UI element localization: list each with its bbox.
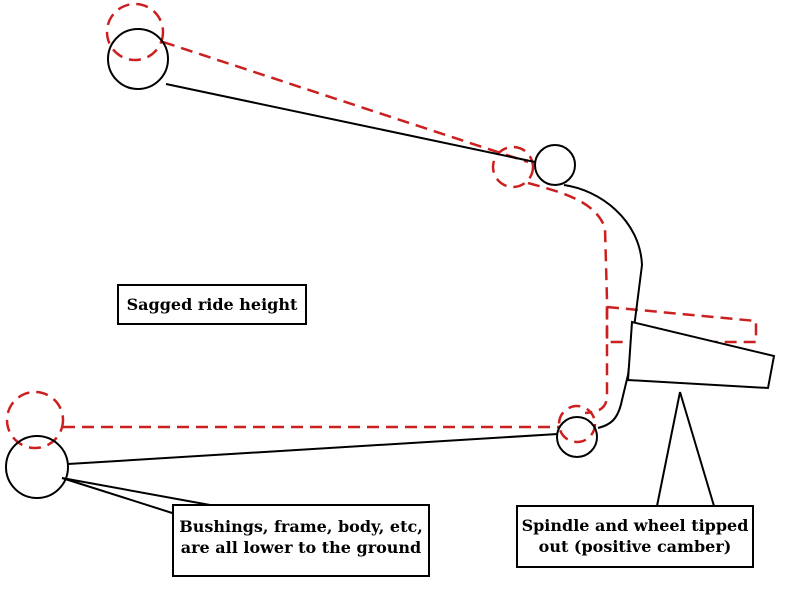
bushings-label: Bushings, frame, body, etc, are all lowe… — [172, 504, 430, 577]
spindle-pointer-2 — [679, 391, 715, 507]
lower-ball-joint-sagged — [557, 404, 597, 444]
spindle-label: Spindle and wheel tipped out (positive c… — [516, 505, 754, 568]
sagged-ride-height-text: Sagged ride height — [126, 295, 298, 314]
bushings-pointer-1 — [61, 477, 211, 506]
spindle-pointer-1 — [656, 391, 681, 507]
spindle-stub — [626, 320, 776, 390]
spindle-upright-sagged — [527, 181, 609, 415]
sagged-geometry — [5, 2, 758, 450]
bushings-pointer-2 — [61, 477, 189, 519]
spindle-label-line-1: Spindle and wheel tipped — [521, 516, 749, 535]
callout-pointers — [61, 391, 715, 519]
spindle-label-line-2: out (positive camber) — [538, 537, 732, 556]
spindle-upright — [563, 184, 644, 429]
lower-ball-joint — [556, 416, 598, 458]
spindle-stub-sagged — [605, 305, 758, 344]
upper-inner-pivot — [107, 28, 169, 90]
upper-ball-joint-sagged — [491, 145, 535, 189]
lower-control-arm — [67, 433, 559, 465]
sagged-ride-height-label: Sagged ride height — [117, 284, 307, 325]
lower-inner-pivot — [5, 435, 69, 499]
upper-control-arm — [165, 83, 536, 163]
upper-control-arm-sagged — [162, 40, 529, 164]
bushings-label-line-2: are all lower to the ground — [180, 538, 422, 557]
upper-ball-joint — [534, 144, 576, 186]
upper-inner-pivot-sagged — [105, 2, 165, 62]
normal-geometry — [5, 28, 776, 499]
lower-inner-pivot-sagged — [5, 390, 65, 450]
bushings-label-line-1: Bushings, frame, body, etc, — [179, 517, 423, 536]
